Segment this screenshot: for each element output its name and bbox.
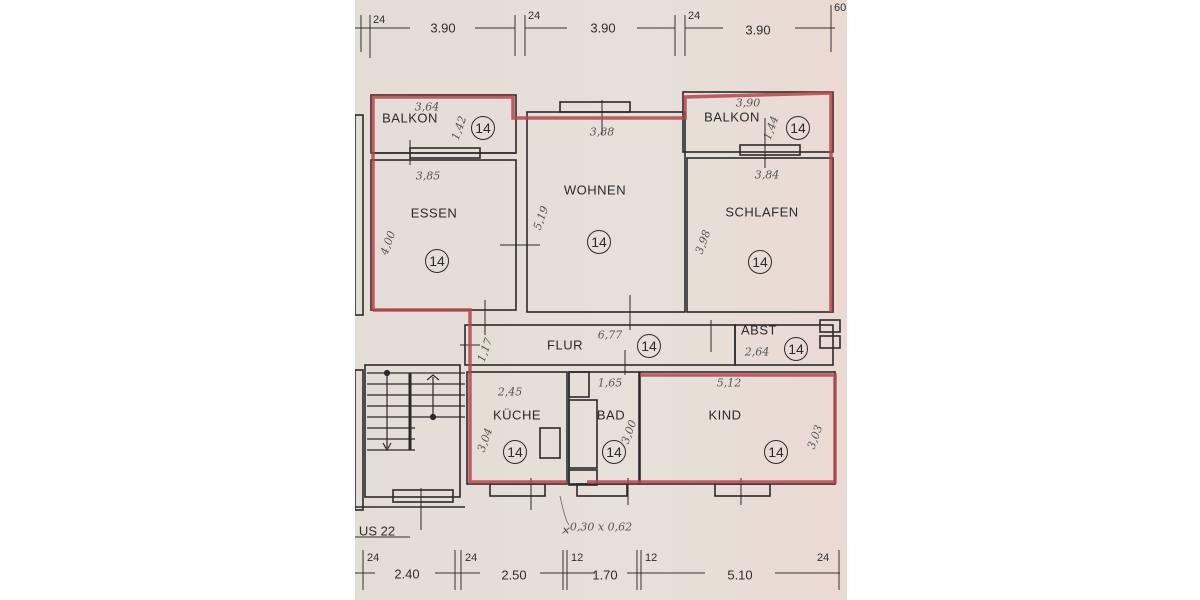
dim-bottom-wall-4: 12 [645,552,658,564]
room-width-balkon-left: 3,64 [414,100,440,114]
room-code-abst: 14 [784,337,808,361]
dim-bottom-span-1: 2.40 [394,566,420,582]
dim-top-wall-4: 60 [834,2,847,14]
dim-bottom-span-4: 5.10 [727,567,753,583]
dim-top-span-3: 3.90 [745,22,771,38]
dim-bottom-wall-5: 24 [817,552,830,564]
dim-bottom-wall-3: 12 [571,552,584,564]
floor-plan-drawing [355,5,841,590]
room-code-schlafen: 14 [748,250,772,274]
room-code-bad: 14 [602,440,626,464]
room-label-kueche: KÜCHE [492,407,542,423]
room-width-flur: 6,77 [597,328,623,342]
dim-bottom-wall-2: 24 [465,552,478,564]
dim-top-span-2: 3.90 [590,20,616,36]
dim-bottom-span-2: 2.50 [501,567,527,583]
room-code-flur: 14 [637,334,661,358]
note-prefix: ✕ [560,524,570,538]
room-width-kind: 5,12 [716,376,742,390]
room-code-balkon-right: 14 [786,116,810,140]
room-label-balkon-left: BALKON [382,110,438,126]
room-code-wohnen: 14 [587,230,611,254]
dim-bottom-wall-1: 24 [367,552,380,564]
room-label-essen: ESSEN [410,205,458,221]
room-label-wohnen: WOHNEN [563,182,627,198]
room-width-bad: 1,65 [597,376,623,390]
room-label-abst: ABST [741,322,777,338]
dim-top-span-1: 3.90 [430,20,456,36]
room-code-balkon-left: 14 [471,116,495,140]
dim-top-wall-2: 24 [528,10,541,22]
dim-bottom-span-3: 1.70 [592,567,618,583]
room-label-balkon-right: BALKON [704,109,760,125]
room-label-schlafen: SCHLAFEN [725,204,799,220]
room-label-flur: FLUR [547,337,583,353]
room-label-bad: BAD [596,407,626,423]
floor-plan-sheet: 24 3.90 24 3.90 24 3.90 60 BALKON 14 3,6… [355,0,847,600]
room-code-essen: 14 [425,249,449,273]
room-width-essen: 3,85 [415,169,441,183]
stair-label: US 22 [358,523,396,539]
room-width-kueche: 2,45 [497,385,523,399]
room-code-kind: 14 [764,440,788,464]
room-width-abst: 2,64 [744,345,770,359]
room-label-kind: KIND [708,407,742,423]
room-width-wohnen: 3,88 [589,125,615,139]
dim-top-wall-1: 24 [373,14,386,26]
room-width-schlafen: 3,84 [754,168,780,182]
note-dimension: 0,30 x 0,62 [569,520,633,534]
room-width-balkon-right: 3,90 [735,96,761,110]
dim-top-wall-3: 24 [688,10,701,22]
room-code-kueche: 14 [503,440,527,464]
